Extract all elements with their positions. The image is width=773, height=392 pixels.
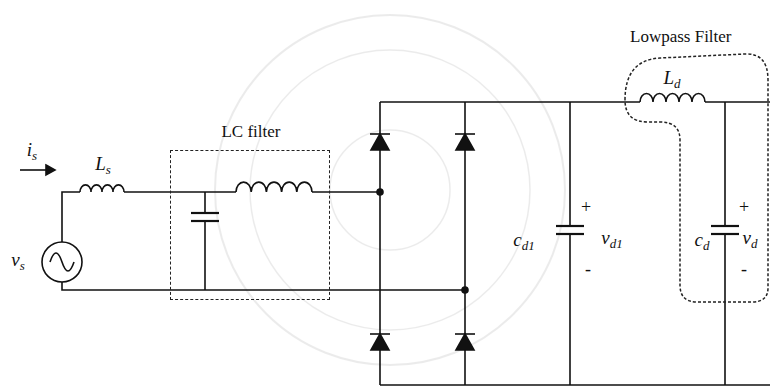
- ac-source-symbol: [50, 253, 74, 271]
- wire: [62, 192, 80, 242]
- capacitor-symbol: [191, 212, 219, 214]
- wire: [124, 191, 236, 193]
- diode-symbol: [455, 133, 475, 135]
- symbol-label: cd: [695, 230, 710, 253]
- capacitor-symbol: [556, 233, 584, 235]
- polarity-sign: -: [741, 260, 747, 280]
- symbol-label: is: [27, 140, 37, 163]
- wire: [569, 102, 571, 226]
- inductor-symbol: [640, 94, 705, 102]
- filter-outline: Lowpass Filter: [620, 26, 772, 308]
- watermark-seal: [215, 15, 565, 365]
- wire: [204, 221, 206, 290]
- junction-dot: [462, 287, 468, 293]
- wire: [312, 191, 380, 193]
- filter-label: Lowpass Filter: [630, 28, 732, 47]
- inductor-symbol: [236, 182, 312, 192]
- inductor-symbol: [80, 185, 124, 192]
- capacitor-symbol: [711, 233, 739, 235]
- wire: [380, 384, 770, 386]
- symbol-label: cd1: [513, 230, 534, 253]
- capacitor-symbol: [711, 225, 739, 227]
- symbol-label: vd1: [601, 228, 622, 251]
- symbol-label: Ls: [95, 154, 111, 177]
- wire: [380, 101, 640, 103]
- diode-symbol: [456, 134, 474, 150]
- wire: [724, 234, 726, 385]
- wire: [724, 102, 726, 226]
- filter-outline-shape: [620, 26, 772, 308]
- polarity-sign: -: [585, 260, 591, 280]
- diode-symbol: [370, 333, 390, 335]
- junction-dot: [377, 189, 383, 195]
- polarity-sign: +: [739, 198, 749, 218]
- current-arrow: [46, 165, 55, 175]
- wire: [569, 234, 571, 385]
- wire: [62, 282, 465, 290]
- wire: [705, 101, 770, 103]
- capacitor-symbol: [191, 220, 219, 222]
- wire: [204, 192, 206, 213]
- diode-symbol: [371, 134, 389, 150]
- diode-symbol: [456, 334, 474, 350]
- diode-symbol: [370, 133, 390, 135]
- capacitor-symbol: [556, 225, 584, 227]
- filter-outline-shape: [625, 54, 768, 302]
- symbol-label: vd: [743, 228, 758, 251]
- filter-box: LC filter: [170, 150, 330, 300]
- current-arrow: [20, 169, 46, 171]
- ac-source-symbol: [42, 242, 82, 282]
- diode-symbol: [455, 333, 475, 335]
- filter-label: LC filter: [221, 123, 280, 142]
- symbol-label: vs: [11, 250, 25, 273]
- polarity-sign: +: [581, 198, 591, 218]
- symbol-label: Ld: [663, 68, 680, 91]
- diode-symbol: [371, 334, 389, 350]
